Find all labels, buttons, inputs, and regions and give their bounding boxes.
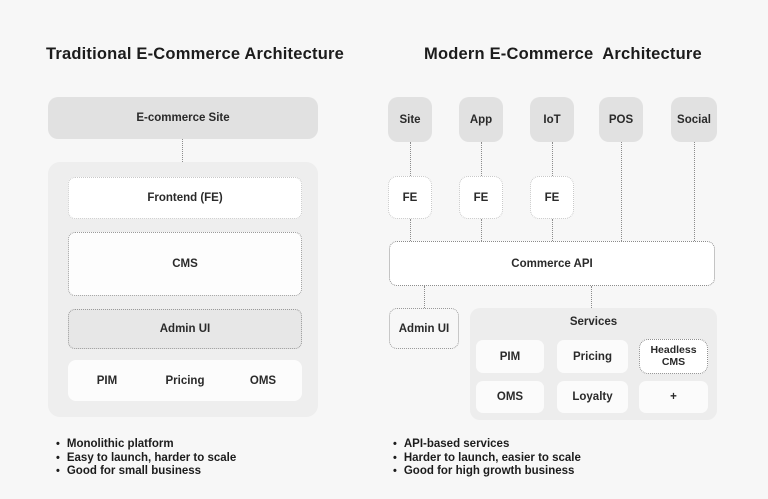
- bullet-item: Good for small business: [56, 465, 236, 479]
- services-label: Services: [569, 316, 618, 328]
- fe-box-site: FE: [388, 176, 432, 219]
- frontend-box: Frontend (FE): [68, 177, 302, 219]
- bullet-item: Monolithic platform: [56, 438, 236, 452]
- connector-social-to-api: [694, 142, 695, 241]
- fe-box-iot: FE: [530, 176, 574, 219]
- commerce-api-box: Commerce API: [389, 241, 715, 286]
- channel-social-box: Social: [671, 97, 717, 142]
- connector-fe3-to-api: [552, 219, 553, 241]
- channel-pos-box: POS: [599, 97, 643, 142]
- module-oms: OMS: [249, 374, 277, 387]
- bullet-item: API-based services: [393, 438, 581, 452]
- connector-app-to-fe: [481, 142, 482, 176]
- bullet-item: Good for high growth business: [393, 465, 581, 479]
- connector-api-to-admin: [424, 286, 425, 308]
- service-plus: +: [639, 381, 708, 413]
- connector-api-to-services: [591, 286, 592, 308]
- module-pricing: Pricing: [165, 374, 205, 387]
- connector-site-to-container: [182, 139, 183, 162]
- admin-ui-box-left: Admin UI: [68, 309, 302, 349]
- connector-site-to-fe: [410, 142, 411, 176]
- fe-box-app: FE: [459, 176, 503, 219]
- connector-pos-to-api: [621, 142, 622, 241]
- bullet-item: Easy to launch, harder to scale: [56, 452, 236, 466]
- channel-app-box: App: [459, 97, 503, 142]
- modules-row: PIM Pricing OMS: [68, 360, 302, 401]
- right-panel-title: Modern E-Commerce Architecture: [424, 45, 702, 63]
- channel-iot-box: IoT: [530, 97, 574, 142]
- admin-ui-box-right: Admin UI: [389, 308, 459, 349]
- bullet-item: Harder to launch, easier to scale: [393, 452, 581, 466]
- connector-fe1-to-api: [410, 219, 411, 241]
- left-bullet-list: Monolithic platform Easy to launch, hard…: [56, 438, 236, 479]
- cms-box: CMS: [68, 232, 302, 296]
- channel-site-box: Site: [388, 97, 432, 142]
- connector-fe2-to-api: [481, 219, 482, 241]
- service-headless-cms: Headless CMS: [639, 339, 708, 374]
- right-bullet-list: API-based services Harder to launch, eas…: [393, 438, 581, 479]
- service-loyalty: Loyalty: [557, 381, 628, 413]
- ecommerce-site-box: E-commerce Site: [48, 97, 318, 139]
- module-pim: PIM: [96, 374, 118, 387]
- left-panel-title: Traditional E-Commerce Architecture: [46, 45, 344, 63]
- service-pricing: Pricing: [557, 340, 628, 373]
- connector-iot-to-fe: [552, 142, 553, 176]
- service-oms: OMS: [476, 381, 544, 413]
- service-pim: PIM: [476, 340, 544, 373]
